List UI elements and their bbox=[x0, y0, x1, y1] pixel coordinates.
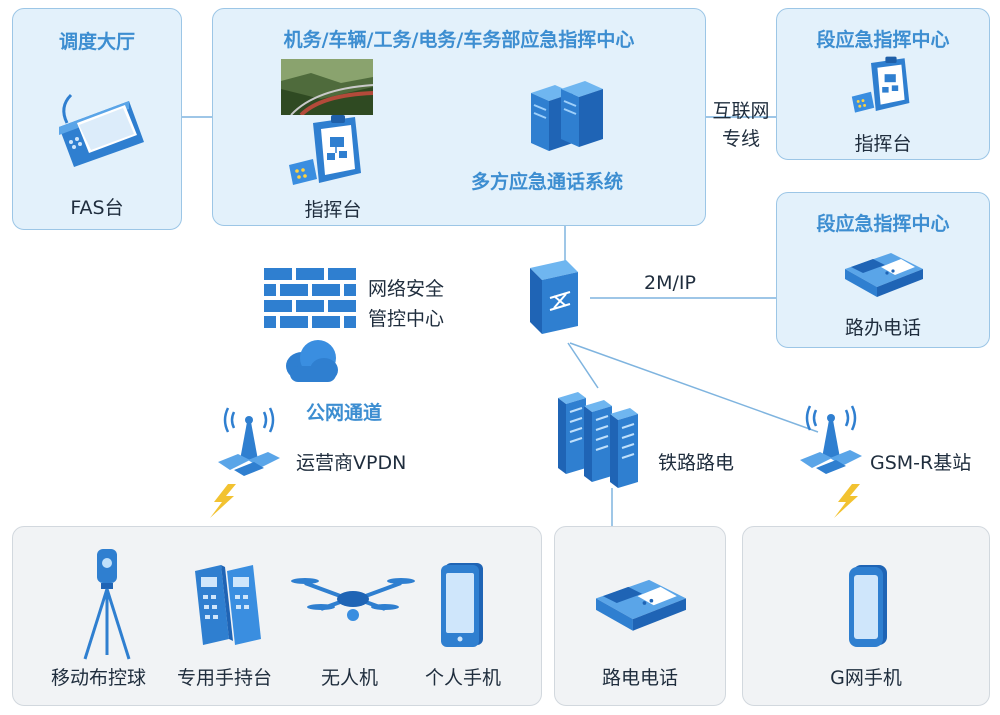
g-phone-box: G网手机 bbox=[742, 526, 990, 706]
dept-console-icon bbox=[289, 115, 361, 185]
system-label: 多方应急通话系统 bbox=[471, 171, 624, 193]
department-center-box: 机务/车辆/工务/电务/车务部应急指挥中心 指挥台 多方应急通话系统 bbox=[212, 8, 706, 226]
firewall-icon bbox=[264, 268, 356, 328]
railway-power-label: 铁路路电 bbox=[658, 452, 735, 474]
road-phone-box: 路电电话 bbox=[554, 526, 726, 706]
handheld-radio-icon bbox=[195, 565, 261, 645]
road-phone-icon bbox=[596, 579, 686, 631]
mobile-ball-camera-icon bbox=[83, 549, 131, 660]
vpdn-tower-icon bbox=[218, 407, 280, 476]
mobile-ball-label: 移动布控球 bbox=[51, 667, 147, 689]
drone-icon bbox=[291, 578, 415, 621]
drone-label: 无人机 bbox=[321, 667, 379, 689]
cloud-icon bbox=[286, 340, 338, 382]
interconnect-label-2: 专线 bbox=[721, 128, 760, 150]
section-center-bottom-title: 段应急指挥中心 bbox=[816, 213, 950, 235]
dispatch-hall-box: 调度大厅 FAS台 bbox=[12, 8, 182, 230]
mobile-terminals-box: 移动布控球 专用手持台 无人机 个人手机 bbox=[12, 526, 542, 706]
lightning-icon bbox=[834, 484, 860, 518]
vpdn-label: 运营商VPDN bbox=[296, 452, 407, 474]
security-center-line2: 管控中心 bbox=[368, 308, 445, 330]
department-center-title: 机务/车辆/工务/电务/车务部应急指挥中心 bbox=[283, 29, 635, 51]
section-console-label: 指挥台 bbox=[854, 133, 912, 155]
section-center-top-box: 段应急指挥中心 指挥台 bbox=[776, 8, 990, 160]
server-icon bbox=[531, 81, 603, 151]
security-center-line1: 网络安全 bbox=[368, 278, 445, 300]
section-console-icon bbox=[851, 56, 910, 113]
dept-console-label: 指挥台 bbox=[304, 199, 362, 221]
office-phone-icon bbox=[845, 253, 923, 297]
public-channel-label: 公网通道 bbox=[306, 402, 383, 424]
personal-phone-label: 个人手机 bbox=[425, 667, 502, 689]
g-phone-icon bbox=[849, 565, 887, 647]
link-2mip-label: 2M/IP bbox=[644, 272, 696, 294]
network-switch-icon bbox=[530, 260, 578, 334]
dispatch-hall-title: 调度大厅 bbox=[58, 31, 135, 53]
interconnect-label-1: 互联网 bbox=[712, 100, 770, 122]
g-phone-label: G网手机 bbox=[830, 667, 902, 689]
road-phone-label: 路电电话 bbox=[601, 667, 678, 689]
gsmr-label: GSM-R基站 bbox=[870, 452, 972, 474]
gsmr-tower-icon bbox=[800, 405, 862, 474]
lightning-icon bbox=[210, 484, 236, 518]
handheld-label: 专用手持台 bbox=[177, 667, 273, 689]
section-center-bottom-box: 段应急指挥中心 路办电话 bbox=[776, 192, 990, 348]
railway-power-server-icon bbox=[558, 392, 638, 488]
video-feed-thumbnail bbox=[281, 59, 373, 115]
section-center-top-title: 段应急指挥中心 bbox=[816, 29, 950, 51]
road-office-phone-label: 路办电话 bbox=[844, 317, 921, 339]
personal-phone-icon bbox=[441, 563, 483, 647]
fas-terminal-icon bbox=[59, 93, 144, 167]
fas-terminal-label: FAS台 bbox=[70, 197, 124, 219]
